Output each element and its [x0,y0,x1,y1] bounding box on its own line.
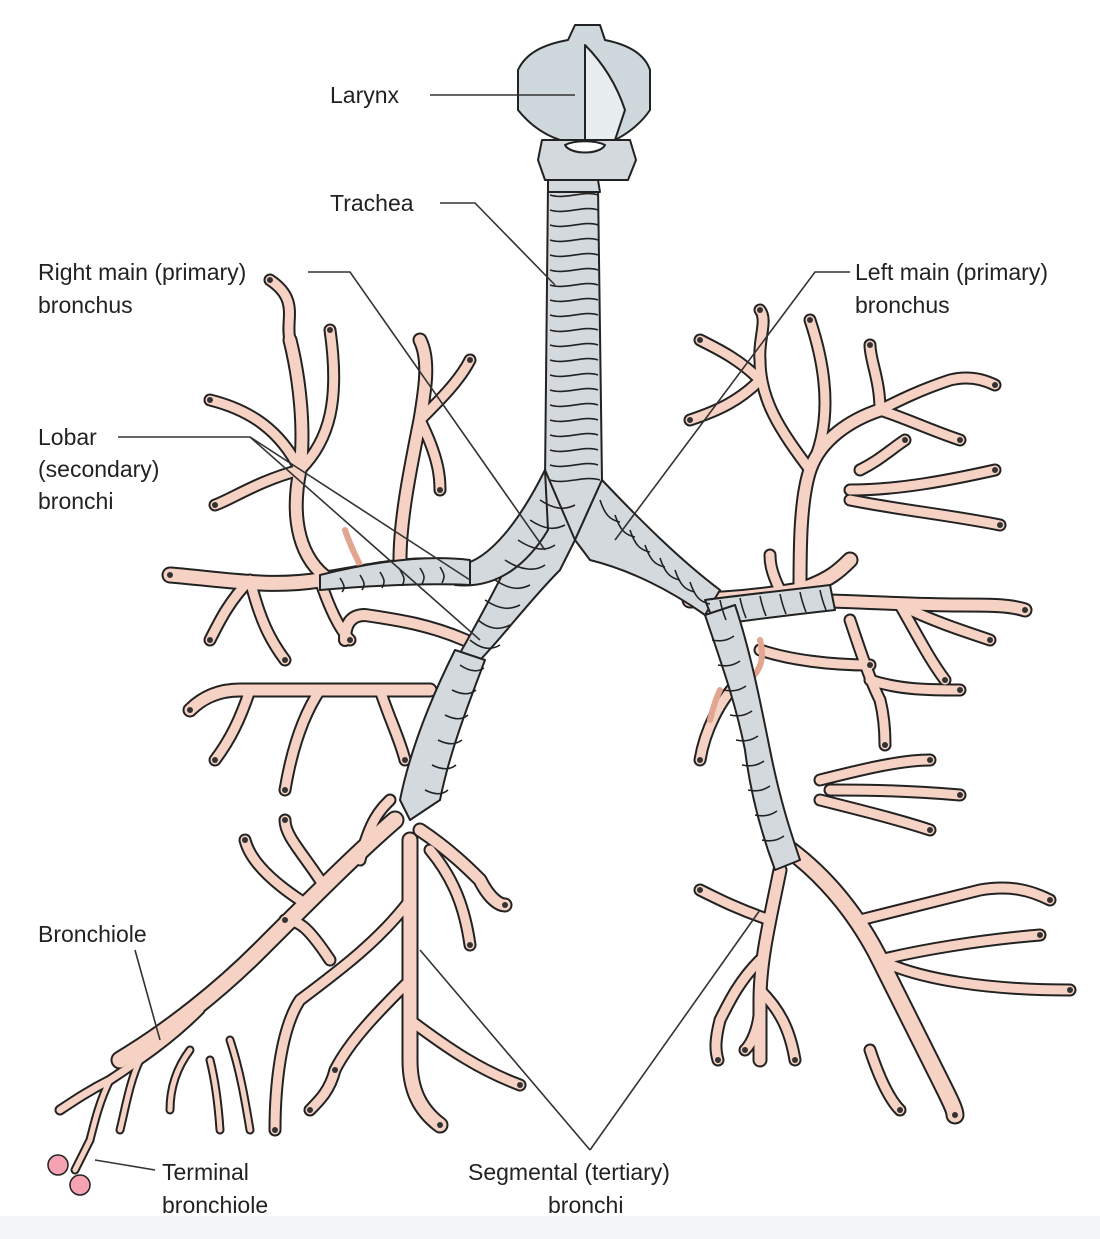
label-terminal-line1: Terminal [162,1159,249,1185]
label-lobar-line3: bronchi [38,488,113,514]
label-left-main-line2: bronchus [855,292,950,318]
label-lobar-line1: Lobar [38,424,97,450]
label-trachea: Trachea [330,190,414,216]
label-right-main-line1: Right main (primary) [38,259,246,285]
bottom-margin-strip [0,1216,1100,1239]
label-segmental-line2: bronchi [548,1192,623,1218]
label-larynx: Larynx [330,82,400,108]
label-lobar-line2: (secondary) [38,456,159,482]
larynx-structure [518,25,650,192]
label-terminal-line2: bronchiole [162,1192,268,1218]
label-left-main-line1: Left main (primary) [855,259,1048,285]
label-segmental-line1: Segmental (tertiary) [468,1159,670,1185]
label-bronchiole: Bronchiole [38,921,147,947]
label-right-main-line2: bronchus [38,292,133,318]
